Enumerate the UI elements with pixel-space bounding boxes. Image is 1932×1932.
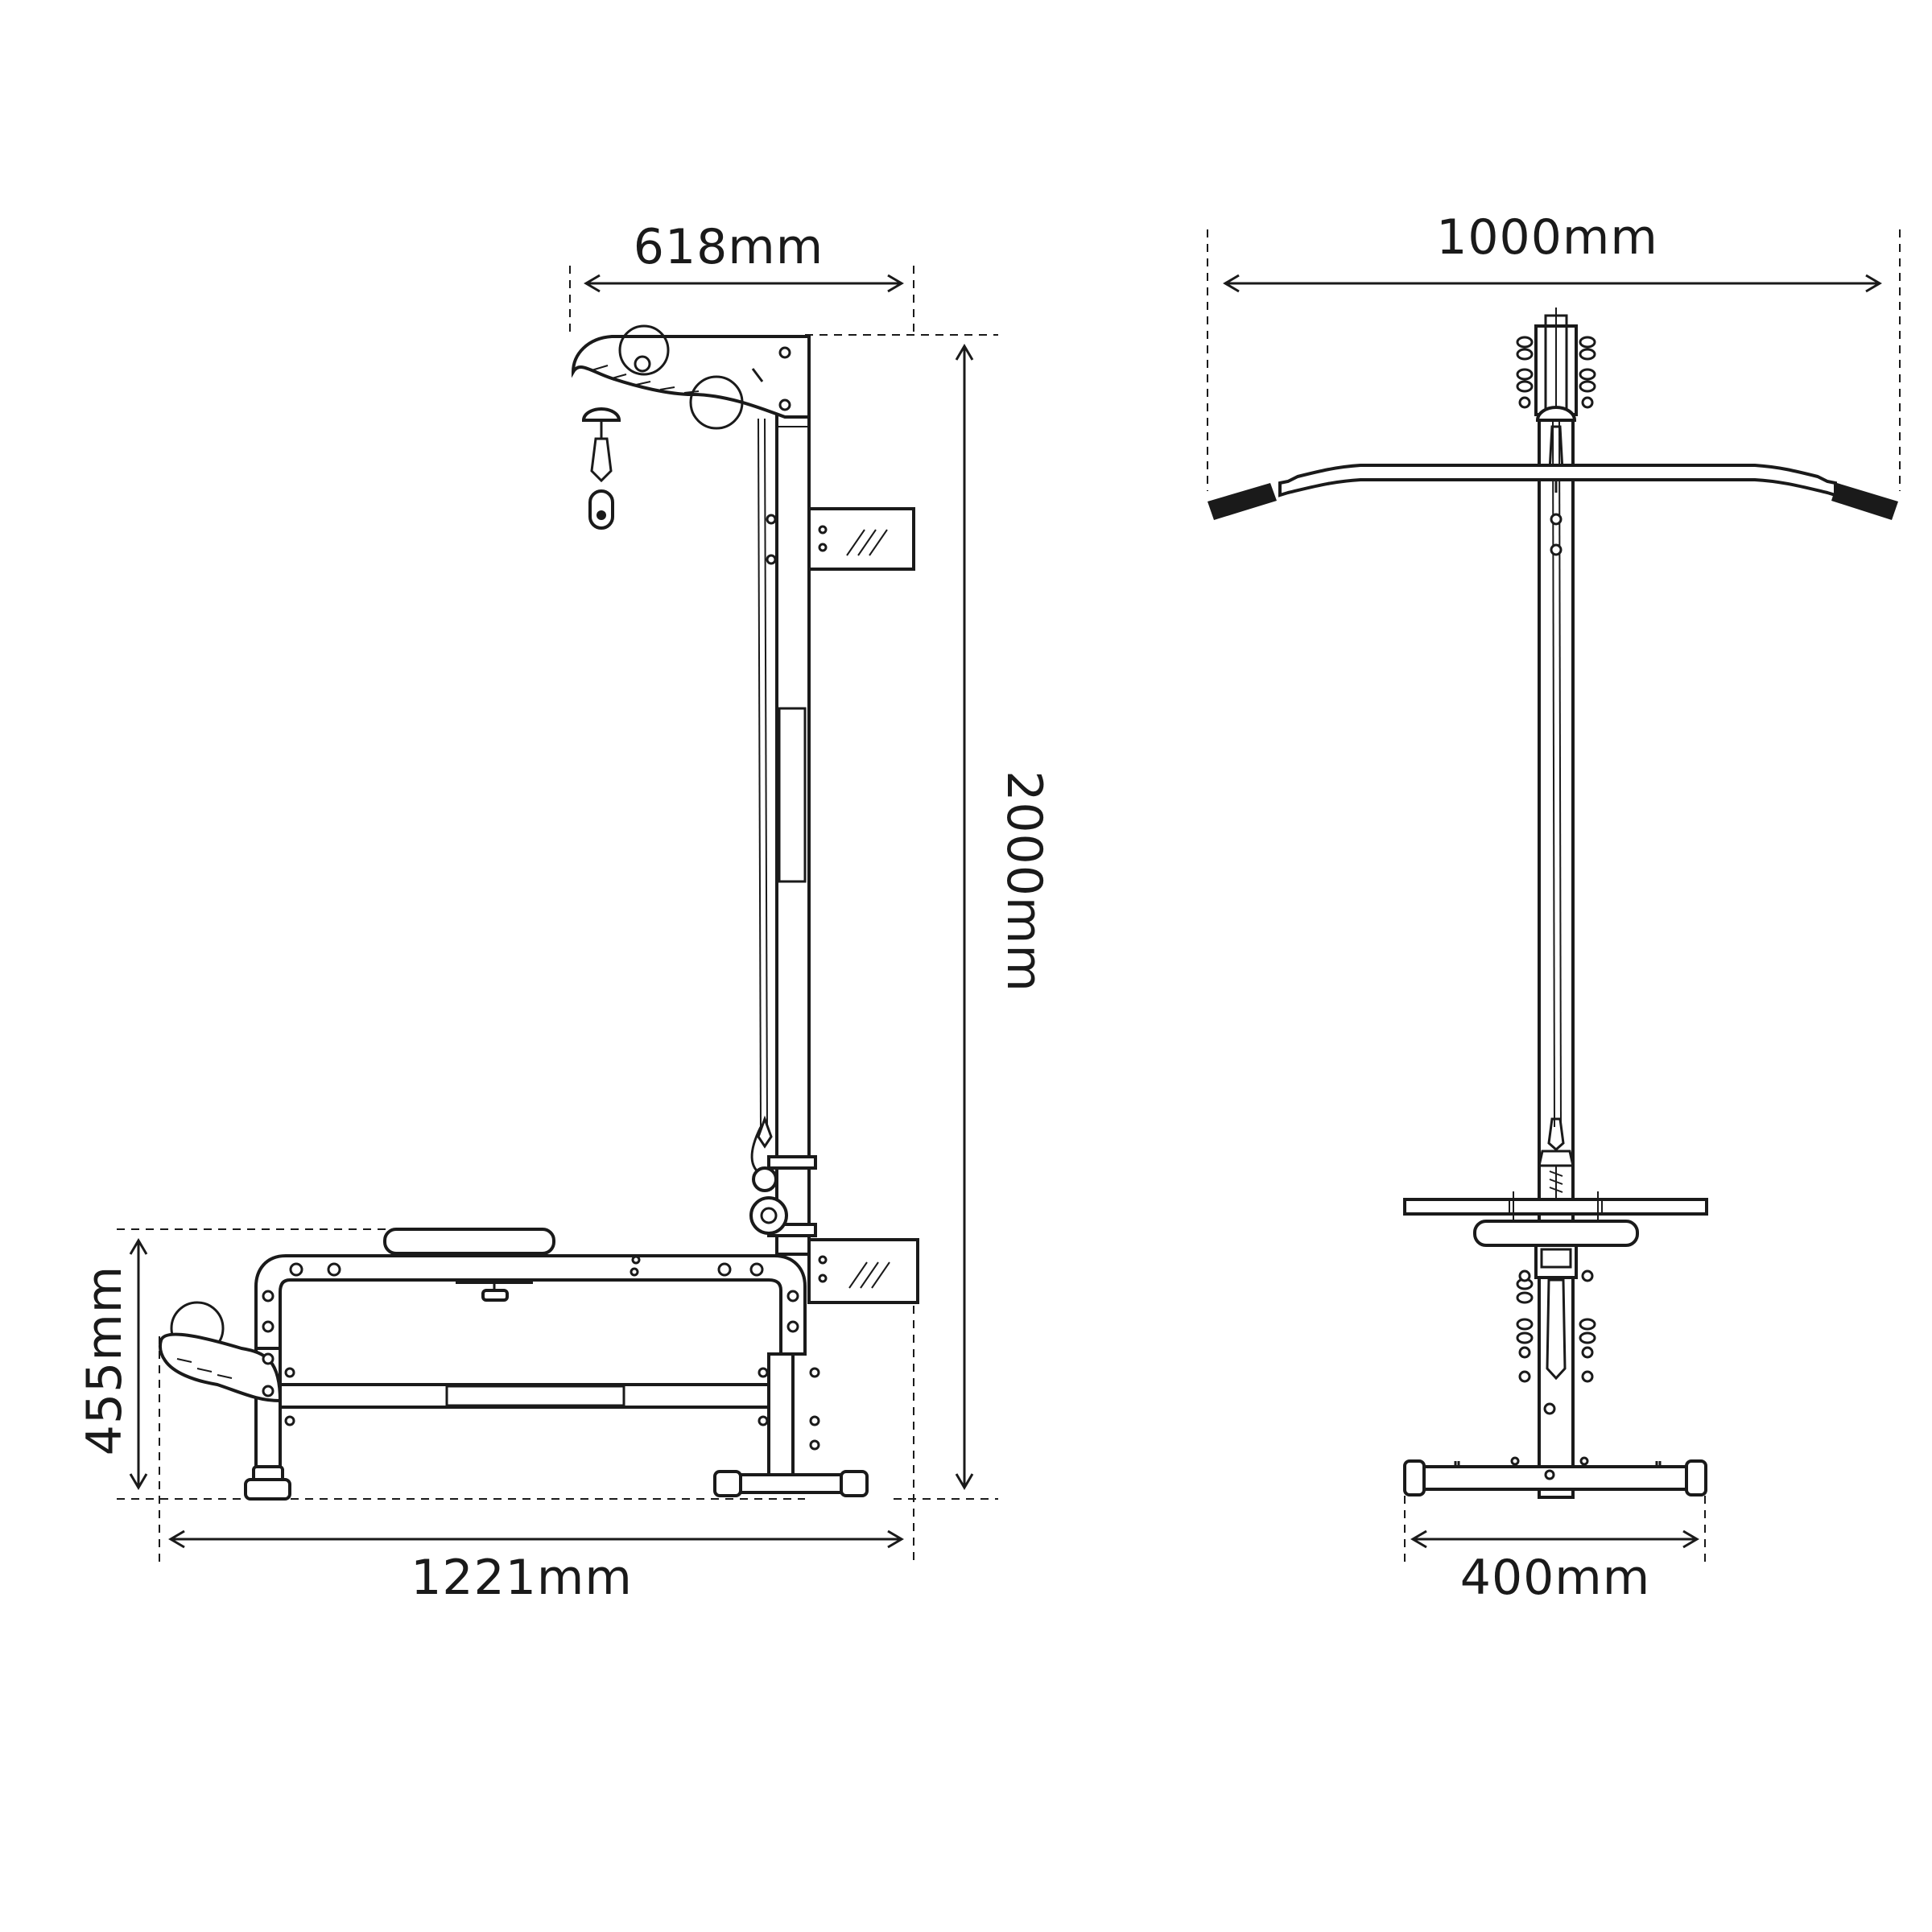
front-view: 1000mm 400mm bbox=[1207, 209, 1901, 1606]
dimension-total-length: 1221mm bbox=[117, 1248, 914, 1606]
side-view: 618mm 2000mm 455mm 1221mm bbox=[76, 219, 1052, 1606]
lat-bar bbox=[1208, 464, 1898, 520]
dimension-label-top-depth: 618mm bbox=[634, 219, 824, 275]
front-top-pulley bbox=[1516, 308, 1596, 481]
dimension-bar-width: 1000mm bbox=[1207, 209, 1901, 491]
lower-cable-hook bbox=[749, 1115, 788, 1235]
front-base bbox=[1403, 1456, 1707, 1496]
lower-pulley-head bbox=[158, 1301, 283, 1403]
dimension-base-width: 400mm bbox=[1404, 1481, 1706, 1606]
top-pulley-head bbox=[571, 324, 811, 1128]
front-weight-assembly bbox=[1403, 1117, 1708, 1220]
dimension-label-base-width: 400mm bbox=[1460, 1550, 1650, 1606]
side-upright bbox=[766, 335, 919, 1304]
dimension-total-height: 2000mm bbox=[805, 334, 1052, 1500]
front-upright bbox=[1538, 417, 1575, 1499]
dimension-label-total-length: 1221mm bbox=[411, 1550, 633, 1606]
dimension-seat-height: 455mm bbox=[76, 1228, 386, 1490]
dimension-label-seat-height: 455mm bbox=[76, 1265, 133, 1455]
dimension-label-bar-width: 1000mm bbox=[1436, 209, 1658, 266]
front-seat bbox=[1473, 1220, 1639, 1415]
dimension-top-depth: 618mm bbox=[569, 219, 914, 336]
side-frame bbox=[244, 1254, 869, 1501]
dimension-label-total-height: 2000mm bbox=[996, 770, 1052, 993]
